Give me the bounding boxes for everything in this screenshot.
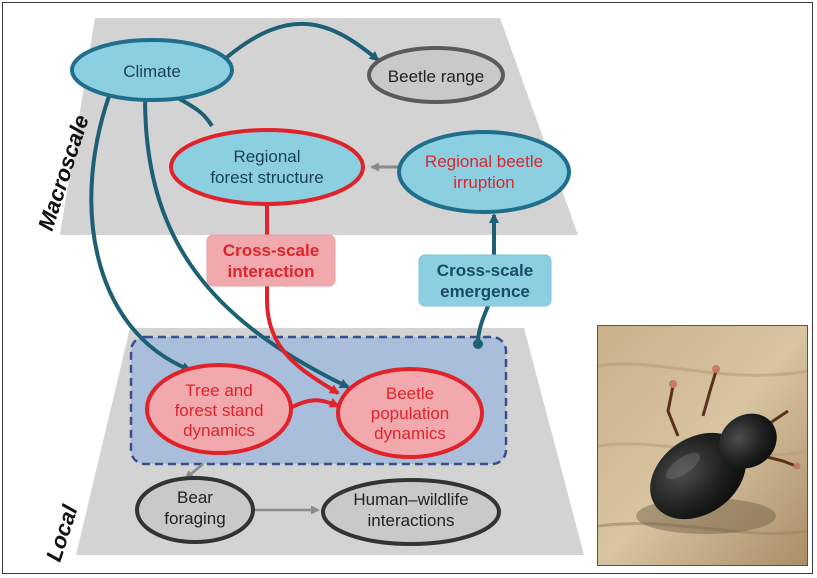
node-regional-beetle-irruption: Regional beetle irruption	[399, 132, 569, 212]
node-tree-forest-stand: Tree and forest stand dynamics	[147, 365, 291, 453]
emergence-origin-dot	[473, 339, 483, 349]
human-wildlife-label-1: Human–wildlife	[353, 490, 468, 509]
climate-label: Climate	[123, 62, 181, 81]
tree-stand-label-3: dynamics	[183, 421, 255, 440]
bear-label-1: Bear	[177, 488, 213, 507]
beetle-photo	[597, 325, 808, 566]
node-regional-forest-structure: Regional forest structure	[171, 130, 363, 204]
beetle-image	[598, 326, 808, 566]
irruption-label-2: irruption	[453, 173, 514, 192]
emergence-label-2: emergence	[440, 282, 530, 301]
emergence-label-1: Cross-scale	[437, 261, 533, 280]
irruption-label-1: Regional beetle	[425, 152, 543, 171]
node-climate: Climate	[72, 40, 232, 100]
beetle-pop-label-2: population	[371, 404, 449, 423]
beetle-pop-label-1: Beetle	[386, 384, 434, 403]
node-bear-foraging: Bear foraging	[137, 478, 253, 542]
interaction-label-2: interaction	[228, 262, 315, 281]
interaction-label-1: Cross-scale	[223, 241, 319, 260]
regional-forest-label-2: forest structure	[210, 168, 323, 187]
node-beetle-population: Beetle population dynamics	[338, 369, 482, 457]
cross-scale-emergence-label: Cross-scale emergence	[419, 255, 551, 306]
cross-scale-interaction-label: Cross-scale interaction	[207, 235, 335, 286]
node-human-wildlife: Human–wildlife interactions	[323, 480, 499, 544]
bear-label-2: foraging	[164, 509, 225, 528]
human-wildlife-label-2: interactions	[368, 511, 455, 530]
tree-stand-label-2: forest stand	[175, 401, 264, 420]
regional-forest-label-1: Regional	[233, 147, 300, 166]
beetle-pop-label-3: dynamics	[374, 424, 446, 443]
tree-stand-label-1: Tree and	[185, 381, 252, 400]
node-beetle-range: Beetle range	[369, 48, 503, 102]
beetle-range-label: Beetle range	[388, 67, 484, 86]
local-label: Local	[41, 501, 83, 564]
